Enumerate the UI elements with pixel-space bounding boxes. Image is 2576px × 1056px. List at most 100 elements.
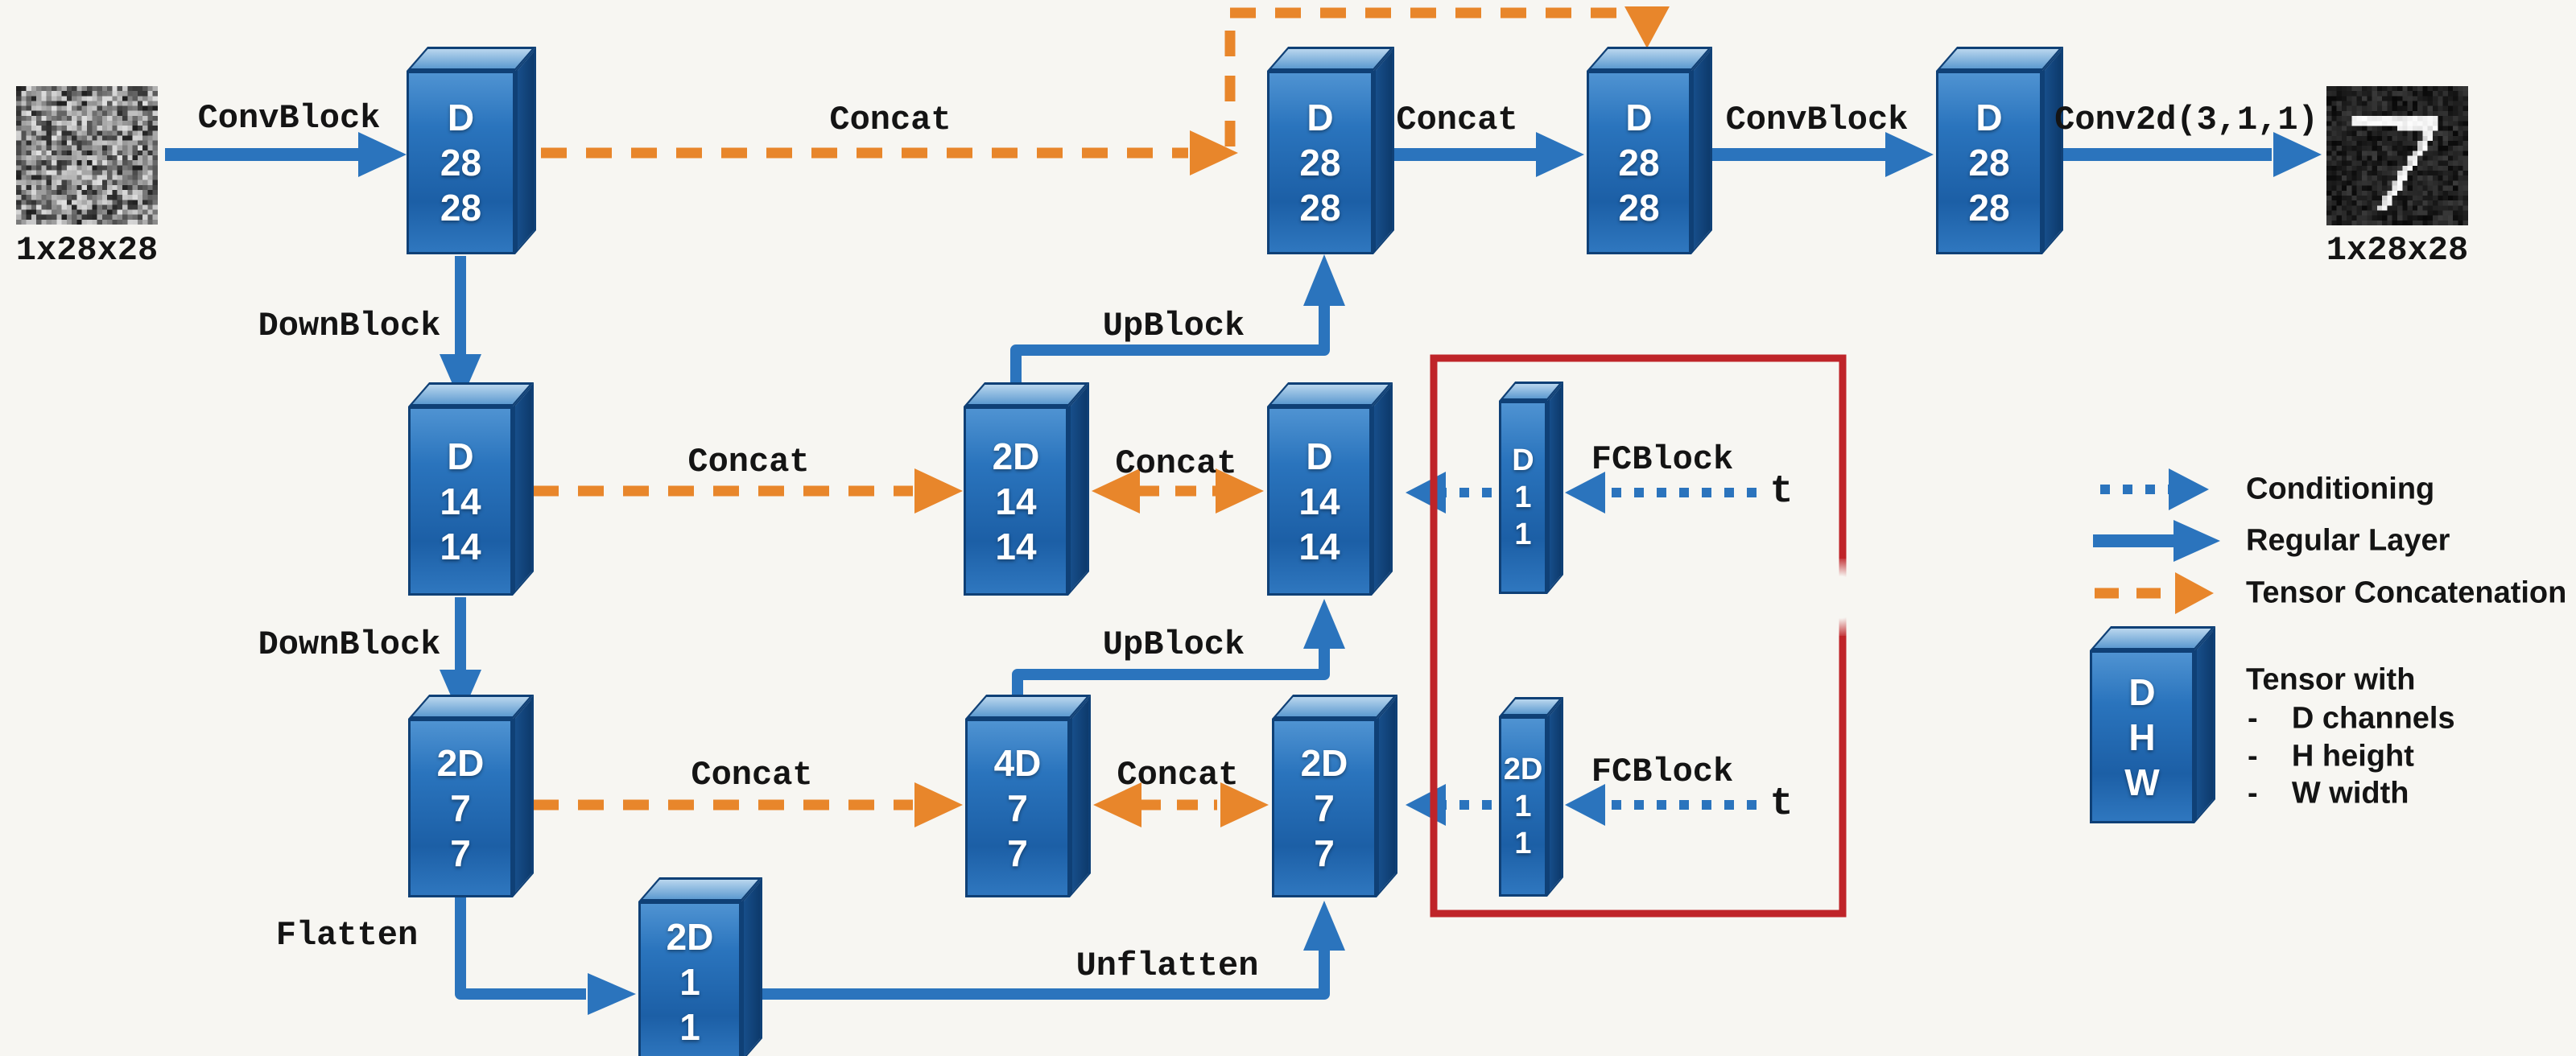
label-concat-skip-top: Concat	[829, 101, 952, 139]
scan-smudge	[1811, 559, 1871, 636]
block-line: 28	[1618, 187, 1660, 229]
block-side-face	[513, 695, 534, 897]
conditioning-arrows	[1444, 485, 2170, 810]
block-line: 28	[1299, 187, 1341, 229]
legend-tensor-with-label: Tensor with	[2246, 662, 2416, 697]
block-line: 2D	[1503, 753, 1543, 786]
block-line: 28	[440, 187, 482, 229]
regular-layer-arrows	[165, 148, 2272, 1000]
block-line: 1	[1514, 481, 1532, 514]
block-line: 7	[1314, 787, 1335, 829]
block-line: 2D	[436, 742, 485, 784]
block-line: 28	[440, 142, 482, 184]
block-line: 14	[995, 525, 1037, 567]
legend-d-channels-label: - D channels	[2248, 701, 2455, 736]
label-fcblock-1: FCBlock	[1591, 440, 1734, 479]
block-line: D	[1512, 443, 1534, 477]
block-line: 1	[679, 1006, 700, 1048]
label-concat-skip-mid: Concat	[687, 443, 810, 481]
block-line: 28	[1299, 142, 1341, 184]
output-digit-image	[2326, 86, 2468, 225]
block-line: 7	[1007, 787, 1028, 829]
block-line: 1	[679, 961, 700, 1003]
block-cond-7: 2D 1 1	[1499, 697, 1564, 897]
label-convblock-out: ConvBlock	[1725, 101, 1909, 139]
block-line: 7	[1314, 832, 1335, 874]
label-concat-bidir-low: Concat	[1117, 756, 1239, 794]
block-line: 1	[1514, 790, 1532, 823]
regular-layer-arrowheads	[358, 132, 2322, 1015]
block-side-face	[1373, 47, 1394, 254]
concat-arrows	[533, 7, 2172, 811]
block-line: D	[2128, 670, 2156, 713]
block-line: D	[1975, 97, 2003, 138]
block-side-face	[1377, 695, 1397, 897]
block-line: 28	[1968, 142, 2010, 184]
block-line: 1	[1514, 518, 1532, 551]
legend-regular-layer-label: Regular Layer	[2246, 523, 2450, 558]
block-line: 2D	[666, 916, 714, 958]
block-side-face	[515, 47, 536, 254]
block-side-face	[2042, 47, 2063, 254]
block-line: 14	[1298, 525, 1340, 567]
block-line: 28	[1968, 187, 2010, 229]
label-downblock-1: DownBlock	[258, 307, 441, 345]
block-side-face	[1547, 382, 1563, 594]
block-line: D	[447, 435, 474, 477]
label-concat-skip-low: Concat	[691, 756, 813, 794]
concat-arrowheads	[914, 6, 2214, 827]
legend-tensor-concatenation-label: Tensor Concatenation	[2246, 575, 2567, 610]
block-line: 4D	[993, 742, 1042, 784]
block-line: 1	[1514, 827, 1532, 860]
label-output-size: 1x28x28	[2326, 231, 2469, 270]
block-side-face	[1372, 382, 1393, 596]
label-upblock-1: UpBlock	[1102, 307, 1245, 345]
label-input-size: 1x28x28	[15, 231, 159, 270]
input-noise-image	[16, 86, 158, 225]
block-line: W	[2124, 761, 2160, 803]
legend-w-width-label: - W width	[2248, 776, 2409, 811]
label-t-1: t	[1769, 470, 1794, 514]
block-line: 7	[1007, 832, 1028, 874]
block-side-face	[1068, 382, 1089, 596]
block-line: 14	[440, 480, 481, 522]
block-line: 14	[995, 480, 1037, 522]
block-line: D	[1625, 97, 1653, 138]
conditioning-box	[1430, 354, 1847, 918]
arrow-upblock-1	[1010, 304, 1330, 388]
legend-conditioning-label: Conditioning	[2246, 472, 2435, 506]
label-concat-bidir-mid: Concat	[1115, 444, 1237, 483]
arrow-upblock-2	[1012, 644, 1330, 696]
block-line: 7	[450, 787, 471, 829]
block-line: 7	[450, 832, 471, 874]
block-line: 2D	[992, 435, 1040, 477]
block-line: 28	[1618, 142, 1660, 184]
legend-h-height-label: - H height	[2248, 739, 2414, 773]
label-convblock-in: ConvBlock	[197, 99, 381, 138]
block-line: 14	[1298, 480, 1340, 522]
arrow-unflatten	[762, 947, 1330, 1000]
arrow-flatten	[455, 897, 586, 1000]
block-cond-14: D 1 1	[1499, 382, 1564, 594]
block-line: 2D	[1300, 742, 1348, 784]
label-upblock-2: UpBlock	[1102, 625, 1245, 664]
block-side-face	[1547, 697, 1563, 897]
block-line: D	[447, 97, 475, 138]
block-line: D	[1307, 97, 1334, 138]
block-line: 14	[440, 525, 481, 567]
label-concat-top: Concat	[1396, 101, 1518, 139]
block-side-face	[741, 877, 762, 1056]
label-conv2d-out: Conv2d(3,1,1)	[2054, 101, 2318, 139]
block-line: H	[2128, 716, 2156, 758]
